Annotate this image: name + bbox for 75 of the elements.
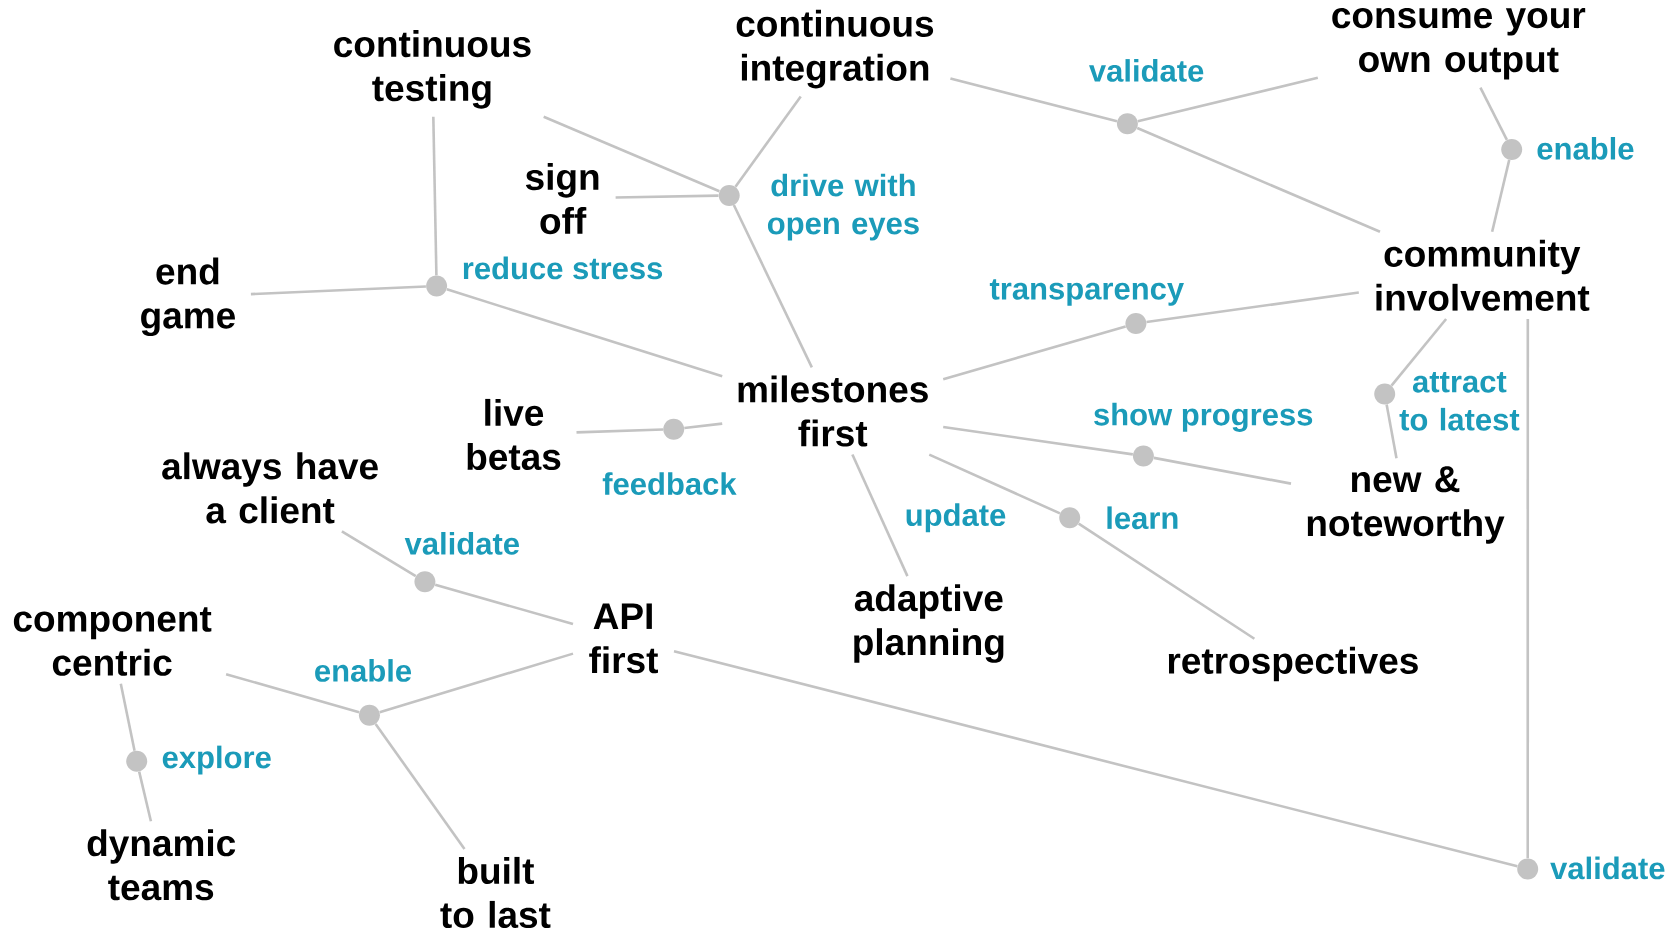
connector-line bbox=[928, 453, 1061, 515]
connector-line bbox=[119, 683, 136, 751]
connector-line bbox=[1153, 456, 1292, 485]
relation-label: transparency bbox=[989, 279, 1184, 306]
edge-label: update bbox=[903, 502, 1008, 534]
concept-label: continuous integration bbox=[736, 9, 934, 89]
connector-line bbox=[225, 672, 360, 714]
connector-line bbox=[374, 723, 466, 850]
concept-label: dynamic teams bbox=[87, 829, 236, 901]
relation-label: feedback bbox=[602, 472, 737, 495]
relation-label: explore bbox=[162, 745, 271, 775]
relation-label: enable bbox=[315, 659, 412, 682]
junction-dot bbox=[718, 184, 740, 206]
concept-label: end game bbox=[141, 257, 235, 337]
connector-line bbox=[1137, 76, 1319, 123]
junction-dot bbox=[1132, 445, 1154, 467]
concept-label: retrospectives bbox=[1168, 646, 1418, 682]
connector-line bbox=[543, 115, 720, 193]
connector-line bbox=[137, 771, 153, 822]
relation-label: reduce stress bbox=[463, 256, 663, 280]
concept-label: always have a client bbox=[162, 452, 378, 524]
concept-label: component centric bbox=[13, 607, 212, 676]
junction-dot bbox=[1501, 139, 1523, 160]
connector-line bbox=[673, 649, 1518, 868]
connector-line bbox=[341, 530, 417, 578]
connector-line bbox=[432, 116, 438, 276]
connector-line bbox=[1146, 291, 1359, 324]
concept-label: sign off bbox=[525, 163, 599, 235]
relation-label: attract to latest bbox=[1399, 372, 1520, 431]
connector-line bbox=[1385, 404, 1398, 459]
connector-line bbox=[734, 95, 802, 188]
concept-label: live betas bbox=[467, 398, 561, 471]
junction-dot bbox=[1116, 113, 1138, 135]
connector-line bbox=[732, 204, 814, 368]
connector-line bbox=[379, 652, 574, 714]
junction-dot bbox=[663, 418, 685, 440]
connector-line bbox=[851, 454, 909, 577]
relation-label: learn bbox=[1107, 506, 1178, 530]
junction-dot bbox=[1059, 507, 1081, 529]
concept-label: built to last bbox=[440, 856, 551, 929]
connector-line bbox=[434, 583, 574, 626]
connector-line bbox=[943, 425, 1133, 456]
connector-line bbox=[950, 77, 1118, 123]
junction-dot bbox=[426, 275, 448, 297]
junction-dot bbox=[1374, 383, 1396, 405]
connector-line bbox=[684, 422, 723, 430]
connector-line bbox=[1479, 87, 1509, 141]
relation-label: show progress bbox=[1094, 402, 1313, 432]
concept-label: adaptive planning bbox=[854, 584, 1004, 663]
relation-label: validate bbox=[404, 532, 519, 555]
relation-label: validate bbox=[1089, 59, 1204, 82]
connector-line bbox=[1390, 318, 1448, 387]
connector-line bbox=[576, 428, 664, 434]
junction-dot bbox=[414, 571, 436, 593]
connector-line bbox=[1077, 522, 1256, 640]
relation-label: enable bbox=[1537, 137, 1634, 160]
concept-label: community involvement bbox=[1376, 239, 1590, 311]
concept-label: new & noteworthy bbox=[1307, 466, 1505, 544]
concept-label: consume your own output bbox=[1332, 8, 1586, 80]
junction-dot bbox=[1125, 313, 1147, 334]
connector-line bbox=[446, 288, 723, 378]
connector-line bbox=[615, 194, 719, 199]
connector-line bbox=[250, 285, 426, 296]
junction-dot bbox=[1517, 858, 1539, 880]
connector-line bbox=[942, 325, 1126, 381]
concept-label: continuous testing bbox=[334, 30, 531, 109]
concept-label: milestones first bbox=[738, 375, 928, 447]
junction-dot bbox=[358, 704, 380, 726]
relation-label: drive with open eyes bbox=[767, 173, 919, 241]
relation-label: validate bbox=[1550, 856, 1665, 880]
concept-label: API first bbox=[589, 603, 658, 674]
connector-line bbox=[1490, 159, 1511, 233]
connector-line bbox=[1526, 318, 1530, 859]
junction-dot bbox=[126, 750, 148, 772]
connector-line bbox=[1136, 126, 1381, 233]
